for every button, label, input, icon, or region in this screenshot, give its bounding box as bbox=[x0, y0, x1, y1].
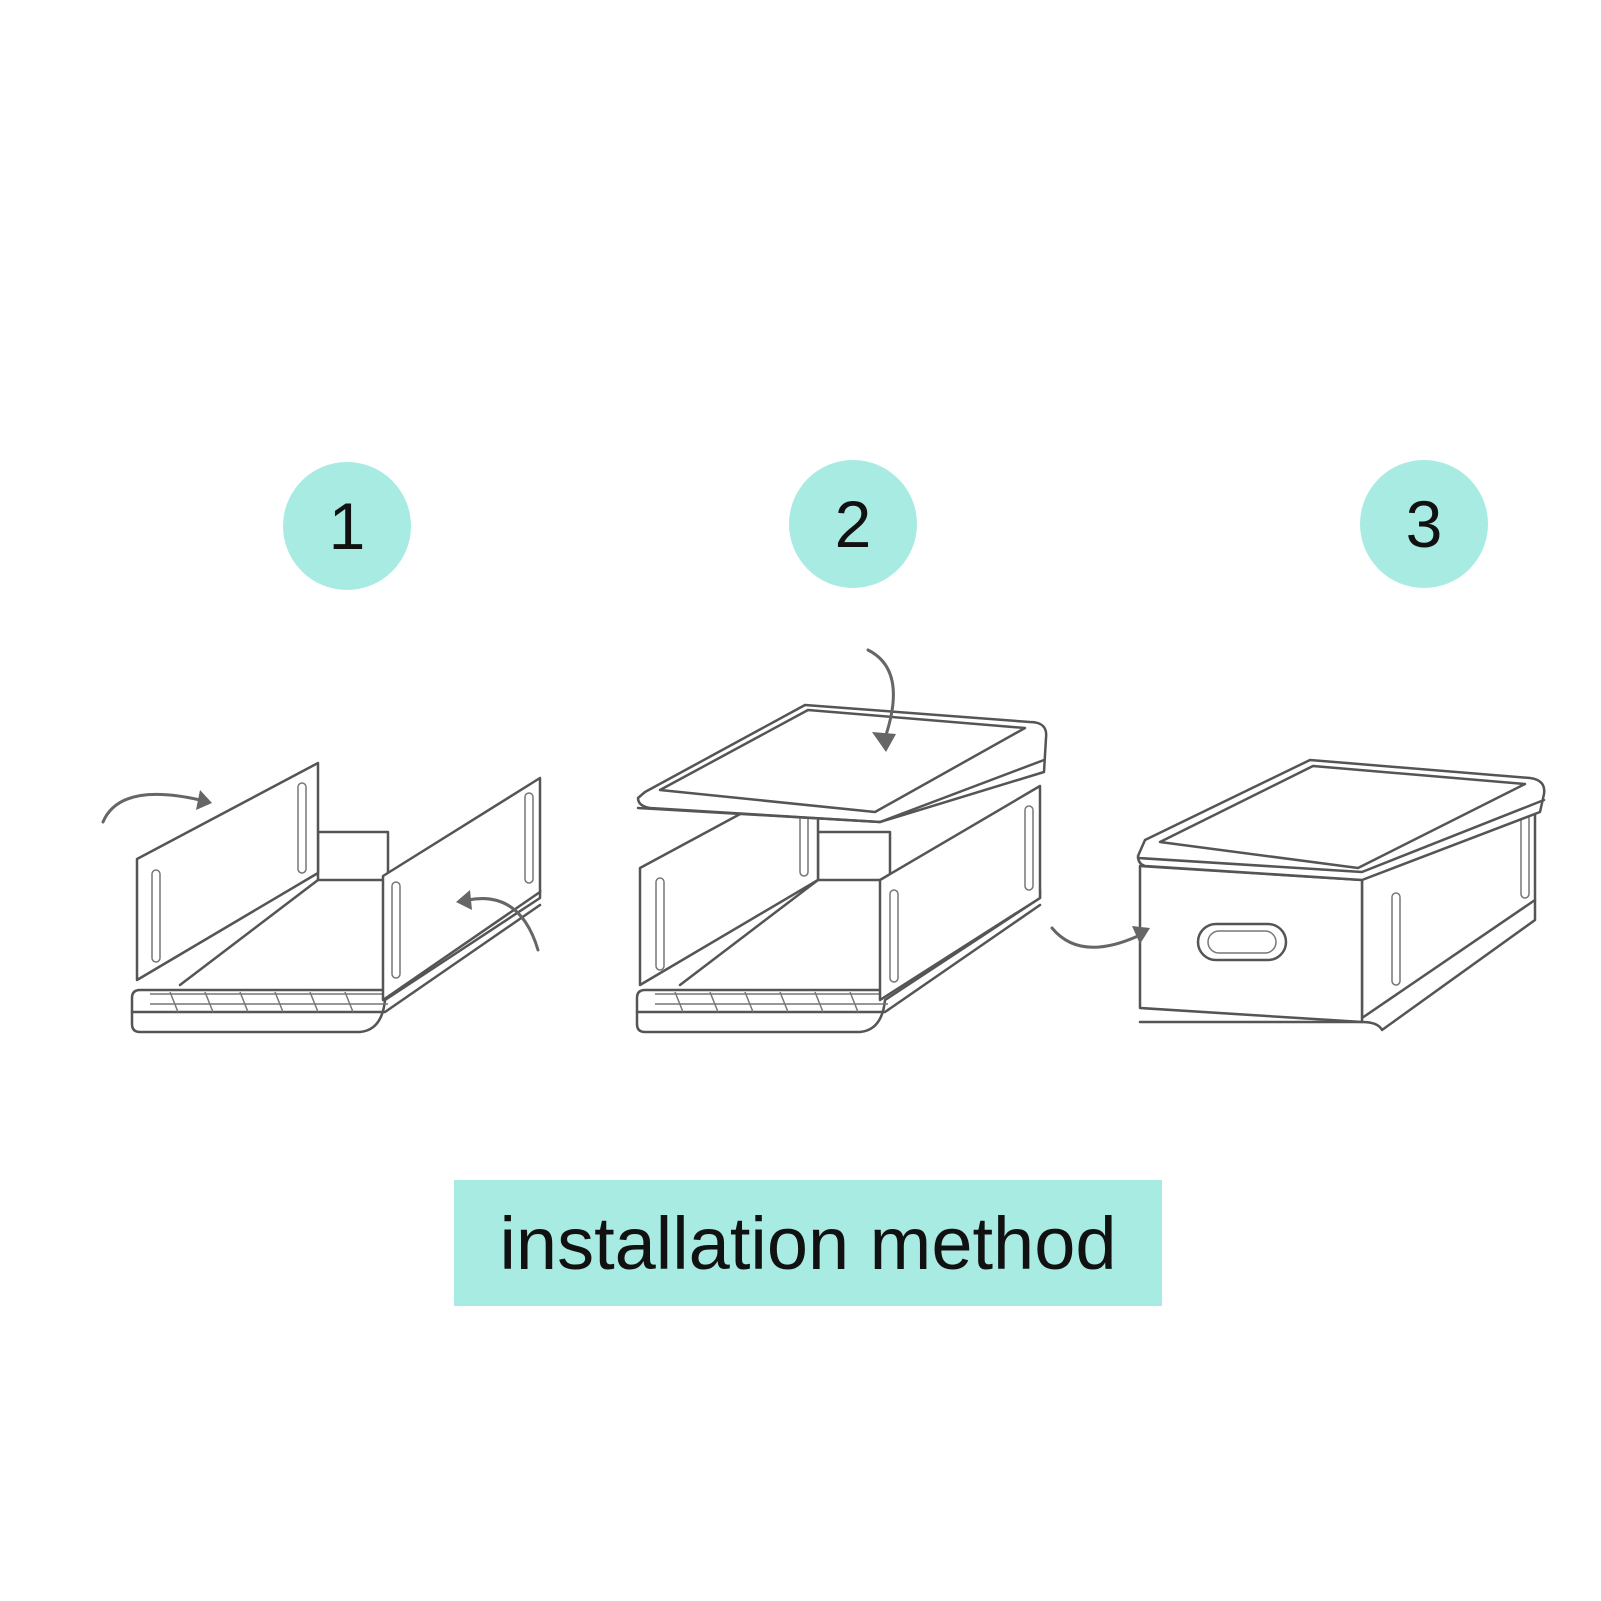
curved-arrow-icon bbox=[1050, 926, 1150, 949]
curved-arrow-icon bbox=[456, 890, 540, 952]
step-2-right-panel bbox=[878, 784, 1042, 1002]
caption-banner: installation method bbox=[454, 1180, 1162, 1306]
step-3-lid bbox=[1136, 758, 1546, 882]
caption-text: installation method bbox=[499, 1201, 1117, 1285]
step-3-number: 3 bbox=[1405, 487, 1443, 561]
step-3-illustration bbox=[1050, 758, 1546, 1032]
step-2-illustration bbox=[635, 648, 1048, 1034]
step-1-right-panel bbox=[381, 776, 542, 1002]
curved-arrow-icon bbox=[866, 648, 896, 752]
step-2-base-tray bbox=[635, 888, 1042, 1034]
step-2-back-panel bbox=[816, 830, 892, 882]
step-1-illustration bbox=[101, 761, 542, 1034]
step-3-badge: 3 bbox=[1360, 460, 1488, 588]
step-1-number: 1 bbox=[328, 489, 366, 563]
step-1-badge: 1 bbox=[283, 462, 411, 590]
step-2-left-panel bbox=[638, 770, 820, 987]
curved-arrow-icon bbox=[101, 790, 212, 824]
step-2-lid bbox=[636, 703, 1048, 824]
step-1-left-panel bbox=[135, 761, 320, 982]
step-3-drawer-front bbox=[1138, 864, 1364, 1024]
step-2-number: 2 bbox=[834, 487, 872, 561]
step-1-base-tray bbox=[130, 888, 542, 1034]
step-2-badge: 2 bbox=[789, 460, 917, 588]
step-1-back-panel bbox=[316, 830, 390, 882]
